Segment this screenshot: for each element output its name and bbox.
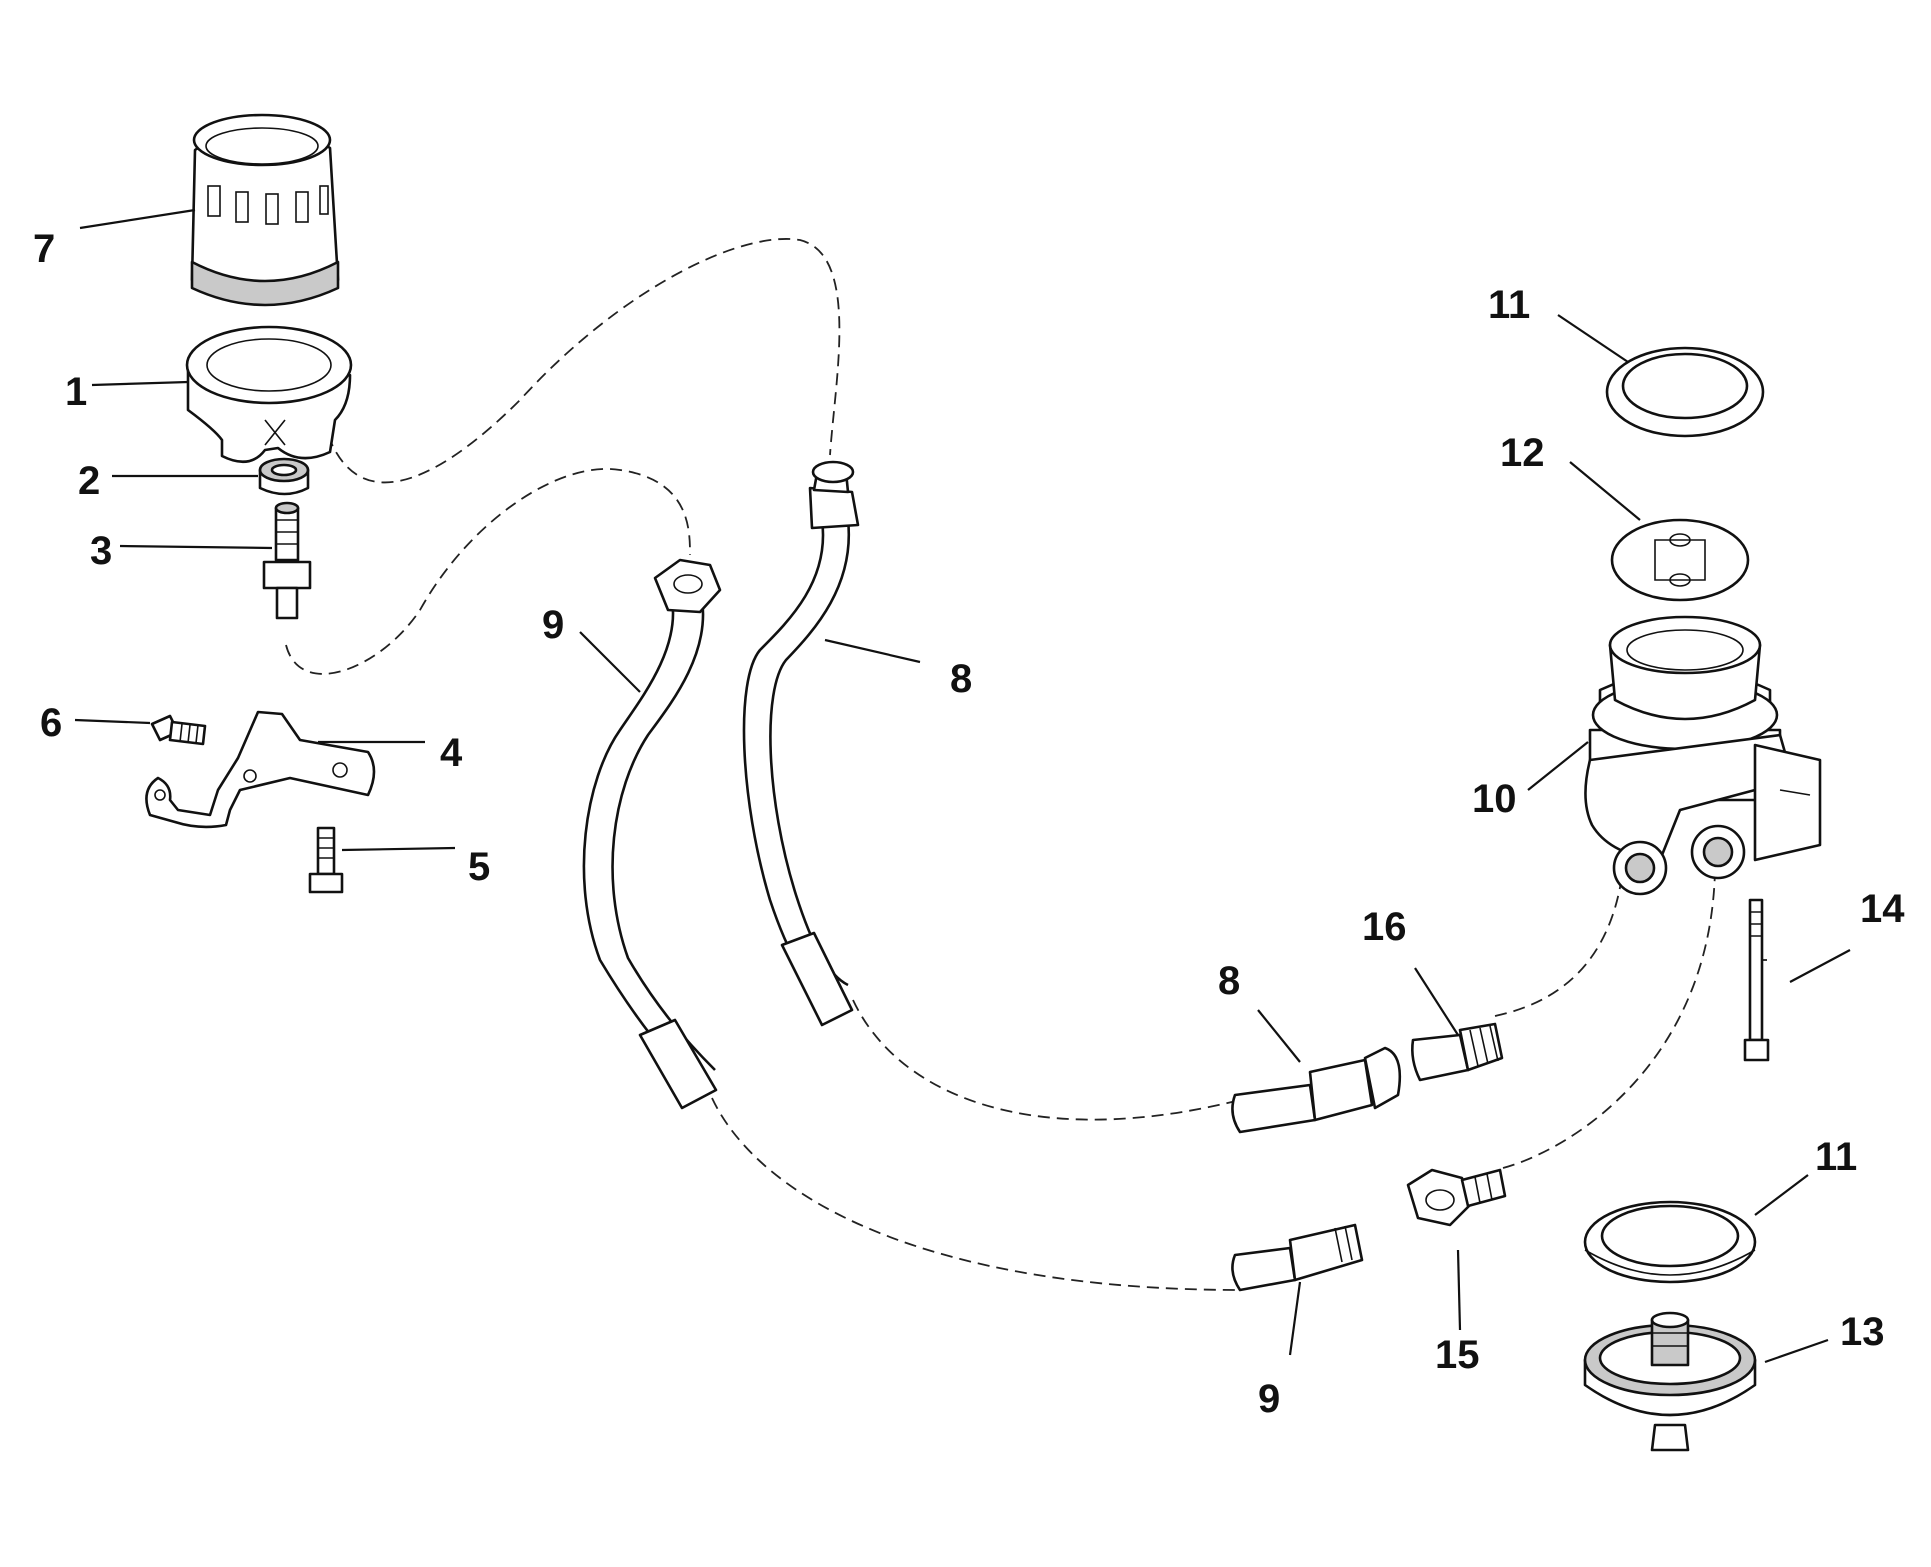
bolt-part-6 <box>150 714 207 746</box>
callout-8-upper: 8 <box>950 657 972 701</box>
bracket-part-4 <box>145 710 376 829</box>
fitting-part-3 <box>262 501 312 620</box>
hose-part-8-upper <box>742 460 860 1027</box>
oil-filter-part-7 <box>190 113 340 307</box>
callout-12: 12 <box>1500 431 1545 475</box>
callout-8-lower: 8 <box>1218 959 1240 1003</box>
callout-9-lower: 9 <box>1258 1377 1280 1421</box>
hose-end-part-8-lower <box>1231 1046 1402 1134</box>
bolt-part-5 <box>308 826 344 894</box>
callout-9-upper: 9 <box>542 603 564 647</box>
callout-4: 4 <box>440 731 463 775</box>
callout-6: 6 <box>40 701 62 745</box>
dashed-connection-lines <box>285 238 1770 1291</box>
leader-lines <box>74 208 1851 1364</box>
gasket-part-12 <box>1610 518 1750 602</box>
callout-16: 16 <box>1362 905 1407 949</box>
fitting-part-15 <box>1406 1168 1507 1227</box>
callout-2: 2 <box>78 459 100 503</box>
callout-3: 3 <box>90 529 112 573</box>
long-bolt-part-14 <box>1743 898 1770 1062</box>
callout-1: 1 <box>65 370 87 414</box>
callout-labels: 7 1 2 3 6 4 5 9 8 11 12 10 16 8 14 11 13… <box>33 227 1905 1421</box>
callout-11-lower: 11 <box>1815 1135 1857 1179</box>
o-ring-part-11-lower <box>1583 1200 1757 1284</box>
callout-14: 14 <box>1860 887 1905 931</box>
callout-5: 5 <box>468 845 490 889</box>
callout-7: 7 <box>33 227 55 271</box>
callout-13: 13 <box>1840 1310 1885 1354</box>
filter-housing-part-10 <box>1584 615 1822 896</box>
callout-10: 10 <box>1472 777 1517 821</box>
o-ring-part-11-upper <box>1605 346 1765 438</box>
fitting-part-16 <box>1411 1022 1504 1082</box>
hose-part-9-upper <box>582 558 722 1110</box>
seal-part-2 <box>258 457 310 496</box>
callout-15: 15 <box>1435 1333 1480 1377</box>
filter-adapter-part-1 <box>185 325 353 464</box>
callout-11-upper: 11 <box>1488 283 1530 327</box>
hose-end-part-9-lower <box>1231 1223 1364 1292</box>
filter-cap-part-13 <box>1583 1311 1757 1452</box>
